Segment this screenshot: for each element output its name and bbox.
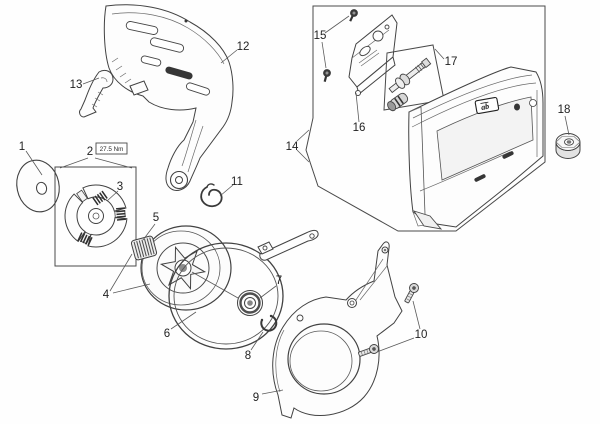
- part-label-14: 14: [286, 141, 299, 153]
- part-8-e-clip: [260, 314, 278, 332]
- part-label-10: 10: [415, 329, 428, 341]
- cover-logo-text: ab: [480, 102, 489, 112]
- part-1-washer: [16, 159, 60, 213]
- part-label-11: 11: [231, 176, 243, 188]
- torque-callout: 27.5 Nm: [95, 142, 128, 155]
- part-6-brake-band: [168, 229, 319, 350]
- part-label-1: 1: [19, 141, 25, 153]
- part-label-5: 5: [153, 212, 159, 224]
- part-label-6: 6: [164, 328, 170, 340]
- clutch-cover: ab: [408, 66, 544, 230]
- axis-line: [191, 271, 239, 299]
- part-label-12: 12: [237, 41, 250, 53]
- cover-logo-badge: ab: [474, 96, 500, 115]
- part-5-needle-bearing: [130, 235, 158, 261]
- part-label-8: 8: [245, 350, 251, 362]
- part-13-brake-lever: [79, 69, 114, 118]
- part-label-15: 15: [314, 30, 327, 42]
- part-2-clutch-group-box: [54, 166, 137, 267]
- torque-callout-text: 27.5 Nm: [100, 146, 124, 153]
- part-label-9: 9: [253, 392, 259, 404]
- part-label-7: 7: [276, 275, 282, 287]
- part-14-assembly-box: [305, 5, 546, 232]
- part-label-18: 18: [558, 104, 571, 116]
- part-7-worm-washer: [237, 290, 263, 316]
- part-11-spring-clip: [200, 183, 223, 208]
- part-label-3: 3: [117, 181, 123, 193]
- part-16-bracket-plate: [348, 14, 398, 96]
- part-label-2: 2: [87, 146, 93, 158]
- part-18-nut: [555, 133, 581, 159]
- part-label-4: 4: [103, 289, 110, 301]
- part-17-chain-tensioner: [383, 44, 445, 112]
- part-12-hand-guard: [103, 4, 234, 191]
- part-9-guide-plate: [272, 241, 403, 419]
- leader-lines: [25, 15, 570, 395]
- part-label-13: 13: [70, 79, 83, 91]
- part-label-16: 16: [353, 122, 366, 134]
- part-4-clutch-drum: [140, 225, 232, 311]
- part-label-17: 17: [445, 56, 458, 68]
- part-3-clutch-assembly: [56, 181, 132, 258]
